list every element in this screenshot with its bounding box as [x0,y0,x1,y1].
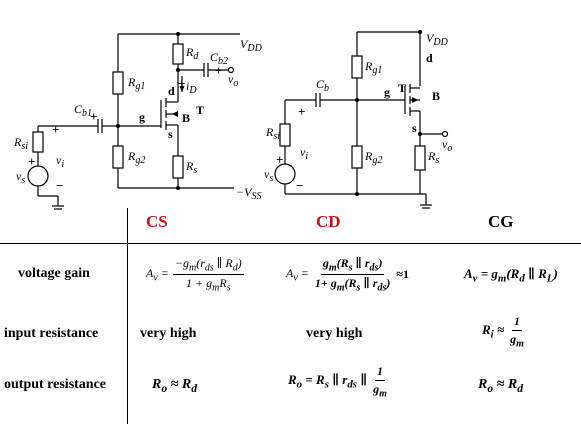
svg-text:+: + [215,63,222,78]
cs-voltage-gain-formula: Av = −gm(rds ∥ Rd) 1 + gmRs [146,256,244,294]
svg-text:s: s [412,121,417,135]
svg-text:+: + [90,109,97,124]
header-cg: CG [488,212,514,231]
svg-text:vs: vs [264,167,273,184]
cd-voltage-gain-formula: Av = gm(Rs ∥ rds) 1+ gm(Rs ∥ rds) ≈1 [286,256,409,294]
svg-text:g: g [384,85,390,99]
cd-input-resistance: very high [306,326,363,341]
svg-text:Cb1: Cb1 [74,102,92,119]
svg-text:Rs: Rs [427,149,439,166]
svg-text:T: T [196,103,204,117]
svg-text:+: + [178,76,185,91]
svg-text:Rg2: Rg2 [127,149,145,166]
cs-input-resistance: very high [140,326,197,341]
svg-text:Rsi: Rsi [13,135,28,152]
svg-text:T: T [398,81,406,95]
svg-text:Rg2: Rg2 [364,149,382,166]
cs-rg2-resistor [112,145,124,169]
cg-output-resistance-formula: Ro ≈ Rd [478,377,524,395]
svg-text:+: + [298,104,305,119]
table-top-rule [0,243,581,244]
cs-rg1-resistor [112,71,124,95]
svg-text:VDD: VDD [426,31,449,48]
svg-text:vo: vo [228,72,238,89]
svg-text:+: + [52,122,59,137]
cd-rsig-resistor [279,123,291,147]
cs-rsig-resistor [32,131,44,153]
header-cd: CD [316,212,341,231]
svg-text:vi: vi [56,153,64,170]
svg-text:Rg1: Rg1 [364,59,382,76]
svg-text:g: g [139,110,145,124]
svg-text:+: + [276,152,283,167]
cs-vs-source [27,165,49,187]
svg-text:vo: vo [442,137,452,154]
svg-text:Rg1: Rg1 [127,75,145,92]
svg-text:−: − [56,178,63,193]
svg-text:vi: vi [300,145,308,162]
svg-text:B: B [432,89,440,103]
svg-text:B: B [182,111,190,125]
svg-text:Rsi: Rsi [265,125,280,142]
cs-output-resistance-formula: Ro ≈ Rd [152,377,198,395]
svg-text:d: d [168,84,175,98]
svg-text:Rd: Rd [185,45,199,62]
svg-text:Rs: Rs [185,159,197,176]
svg-text:−: − [296,178,303,193]
svg-text:−VSS: −VSS [236,185,261,202]
svg-text:s: s [168,127,173,141]
svg-text:Cb: Cb [316,77,329,94]
row-label-output-resistance: output resistance [4,377,107,392]
svg-text:VDD: VDD [240,37,263,54]
cd-rs-resistor [414,145,426,171]
svg-text:iD: iD [186,79,197,96]
cd-rg2-resistor [351,145,363,169]
cs-rs-resistor [172,155,184,179]
row-label-voltage-gain: voltage gain [18,266,90,281]
svg-text:d: d [426,51,433,65]
svg-text:+: + [28,154,35,169]
table-vertical-rule [127,208,128,424]
cg-voltage-gain-formula: Av = gm(Rd ∥ RL) [464,266,558,285]
cs-rd-resistor [172,43,184,65]
svg-text:vs: vs [16,169,25,186]
cd-vs-source [274,163,296,185]
header-cs: CS [146,212,168,231]
row-label-input-resistance: input resistance [4,326,99,341]
cd-rg1-resistor [351,55,363,79]
svg-text:Cb2: Cb2 [210,50,228,67]
